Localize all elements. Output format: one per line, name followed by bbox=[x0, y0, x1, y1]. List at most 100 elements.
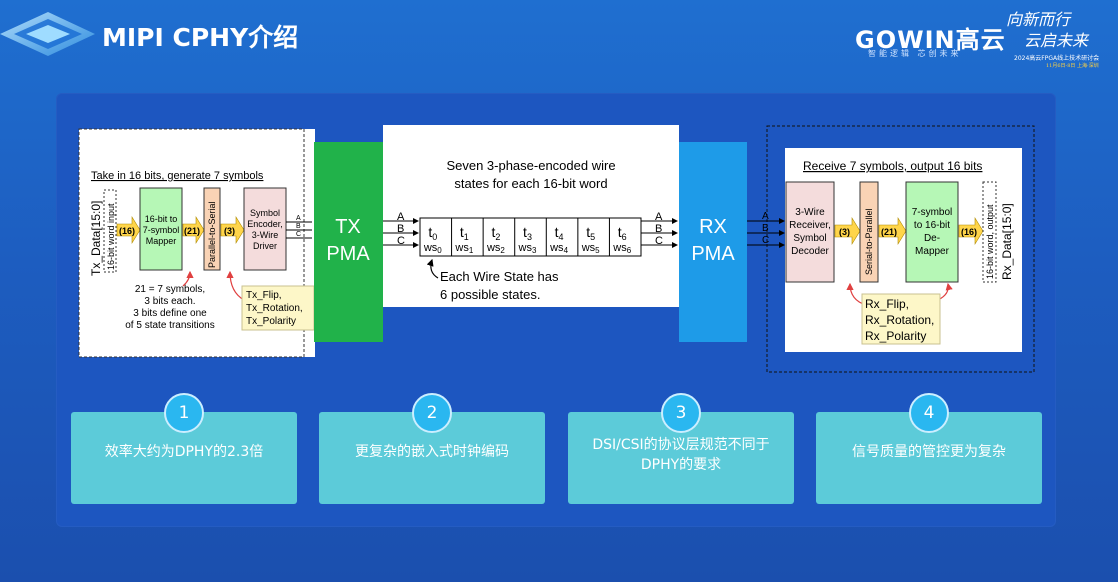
rx-wire-b: B bbox=[762, 223, 769, 234]
feature-card-text: DSI/CSI的协议层规范不同于DPHY的要求 bbox=[592, 437, 770, 473]
rx-bus21-label: (21) bbox=[881, 227, 897, 237]
rx-receiver-l2: Receiver, bbox=[789, 220, 831, 231]
center-caption-l1: Seven 3-phase-encoded wire bbox=[446, 158, 615, 173]
wire-state-label: ws2 bbox=[486, 242, 505, 255]
tx-bus3-arrow bbox=[220, 215, 245, 245]
gowin-logo: GOWIN高云 bbox=[855, 26, 1006, 54]
slogan-line-4: 11月6日-8日 上海·深圳 bbox=[1046, 63, 1099, 69]
wire-state-label: ws0 bbox=[423, 242, 442, 255]
tx-encoder-l3: 3-Wire bbox=[252, 230, 279, 240]
rx-bus16-label: (16) bbox=[961, 227, 977, 237]
rx-demapper-l3: De- bbox=[924, 233, 940, 244]
wire-state-label: ws5 bbox=[581, 242, 600, 255]
center-in-wire-b: B bbox=[397, 223, 404, 235]
rx-abc-lines bbox=[747, 218, 785, 248]
tx-mapper-l2: 7-symbol bbox=[143, 225, 180, 235]
rx-data-label: Rx_Data[15:0] bbox=[1000, 203, 1014, 280]
tx-mapper-l1: 16-bit to bbox=[145, 214, 178, 224]
center-wires bbox=[383, 218, 678, 248]
wire-state-label: ws1 bbox=[454, 242, 473, 255]
rx-pma-l1: RX bbox=[699, 216, 727, 238]
tx-encoder-l4: Driver bbox=[253, 241, 277, 251]
tx-p2s-box bbox=[203, 187, 221, 271]
tx-pma-block bbox=[314, 142, 383, 342]
logo-tagline: 智能逻辑 芯创未来 bbox=[868, 49, 962, 58]
rx-controls-box bbox=[861, 293, 941, 345]
center-out-wire-a: A bbox=[655, 211, 663, 223]
state-time-label: t5 bbox=[586, 224, 595, 242]
tx-bus21-label: (21) bbox=[184, 226, 200, 236]
rx-control-flip: Rx_Flip, bbox=[865, 297, 909, 311]
state-time-label: t0 bbox=[428, 224, 437, 242]
feature-card-2: 更复杂的嵌入式时钟编码 bbox=[319, 412, 545, 504]
event-slogan: 向新而行 云启未来 2024高云FPGA线上技术研讨会 11月6日-8日 上海·… bbox=[1006, 6, 1116, 69]
tx-note-l3: 3 bits define one bbox=[133, 308, 207, 319]
tx-control-rotation: Tx_Rotation, bbox=[246, 303, 303, 314]
rx-demapper-l1: 7-symbol bbox=[912, 207, 953, 218]
rx-s2p-label: Serial-to-Parallel bbox=[864, 208, 874, 275]
center-caption-l2: states for each 16-bit word bbox=[454, 176, 607, 191]
slogan-line-3: 2024高云FPGA线上技术研讨会 bbox=[1014, 55, 1100, 62]
rx-demapper-l2: to 16-bit bbox=[914, 220, 950, 231]
tx-note-l1: 21 = 7 symbols, bbox=[135, 284, 205, 295]
center-in-wire-c: C bbox=[397, 235, 405, 247]
center-out-wire-b: B bbox=[655, 223, 662, 235]
tx-abc-lines bbox=[286, 221, 312, 239]
state-time-label: t4 bbox=[555, 224, 564, 242]
wire-state-label: ws3 bbox=[518, 242, 537, 255]
rx-wire-c: C bbox=[762, 235, 769, 246]
rx-demapper-l4: Mapper bbox=[915, 246, 950, 257]
chip-icon bbox=[0, 12, 95, 56]
tx-input-label: 16-bit word input bbox=[106, 203, 116, 270]
rx-control-polarity: Rx_Polarity bbox=[865, 329, 926, 343]
slogan-line-2: 云启未来 bbox=[1024, 31, 1089, 50]
wire-state-label: ws4 bbox=[549, 242, 568, 255]
center-region bbox=[383, 125, 679, 307]
feature-card-text: 效率大约为DPHY的2.3倍 bbox=[104, 444, 264, 460]
rx-receiver-l3: Symbol bbox=[793, 233, 826, 244]
rx-output-label: 16-bit word, output bbox=[985, 204, 995, 279]
tx-mapper-l3: Mapper bbox=[146, 236, 177, 246]
rx-control-rotation: Rx_Rotation, bbox=[865, 313, 934, 327]
feature-badge-4: 4 bbox=[909, 393, 949, 433]
rx-pma-l2: PMA bbox=[691, 243, 735, 265]
tx-data-label: Tx_Data[15:0] bbox=[89, 201, 103, 276]
rx-receiver-l1: 3-Wire bbox=[795, 207, 825, 218]
state-time-label: t1 bbox=[460, 224, 469, 242]
tx-bus21-arrow bbox=[182, 215, 205, 245]
tx-pma-l1: TX bbox=[335, 216, 361, 238]
feature-badge-2: 2 bbox=[412, 393, 452, 433]
state-time-label: t6 bbox=[618, 224, 627, 242]
tx-note-l2: 3 bits each. bbox=[144, 296, 195, 307]
tx-control-flip: Tx_Flip, bbox=[246, 290, 282, 301]
rx-receiver-l4: Decoder bbox=[791, 246, 829, 257]
tx-encoder-l2: Encoder, bbox=[247, 219, 283, 229]
tx-dashed-border bbox=[78, 128, 305, 358]
feature-card-text: 信号质量的管控更为复杂 bbox=[852, 444, 1006, 460]
tx-pma-l2: PMA bbox=[326, 243, 370, 265]
tx-heading: Take in 16 bits, generate 7 symbols bbox=[91, 170, 264, 182]
tx-encoder-box bbox=[243, 187, 287, 271]
tx-wire-b: B bbox=[296, 223, 301, 230]
center-note-l2: 6 possible states. bbox=[440, 287, 540, 302]
rx-heading: Receive 7 symbols, output 16 bits bbox=[803, 159, 982, 173]
state-time-label: t2 bbox=[491, 224, 500, 242]
rx-s2p-box bbox=[859, 181, 879, 283]
center-note-l1: Each Wire State has bbox=[440, 269, 559, 284]
tx-red-arrow-mapper bbox=[182, 270, 194, 287]
rx-wire-a: A bbox=[762, 211, 769, 222]
rx-receiver-box bbox=[785, 181, 835, 283]
center-out-wire-c: C bbox=[655, 235, 663, 247]
rx-dashed-border bbox=[766, 125, 1035, 373]
rx-output-box bbox=[982, 181, 997, 283]
center-in-wire-a: A bbox=[397, 211, 405, 223]
tx-bus16-label: (16) bbox=[119, 226, 135, 236]
slogan-line-1: 向新而行 bbox=[1006, 10, 1071, 29]
center-note-arrow bbox=[426, 258, 439, 279]
tx-wire-c: C bbox=[296, 231, 301, 238]
rx-bus16-arrow bbox=[958, 216, 984, 246]
feature-badge-3: 3 bbox=[661, 393, 701, 433]
feature-card-text: 更复杂的嵌入式时钟编码 bbox=[355, 444, 509, 460]
tx-control-polarity: Tx_Polarity bbox=[246, 316, 296, 327]
